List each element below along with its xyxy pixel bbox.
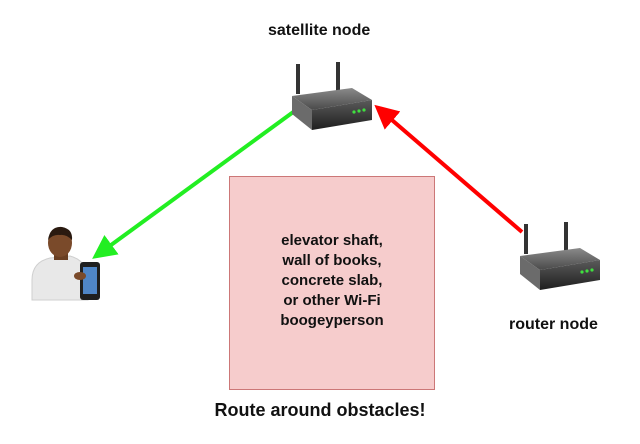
obstacle-text: elevator shaft, wall of books, concrete … (230, 231, 434, 331)
obstacle-line-4: or other Wi-Fi (283, 292, 381, 309)
satellite-node-label: satellite node (268, 22, 371, 39)
router-node-label: router node (509, 316, 598, 333)
obstacle-box: elevator shaft, wall of books, concrete … (229, 176, 435, 390)
obstacle-line-1: elevator shaft, (281, 232, 383, 249)
router-node-icon (520, 222, 600, 290)
person-with-phone-icon (31, 226, 100, 301)
obstacle-line-2: wall of books, (282, 252, 382, 269)
satellite-router-icon (292, 62, 372, 130)
satellite-to-client-arrow (92, 108, 298, 259)
obstacle-line-5: boogeyperson (280, 312, 384, 329)
obstacle-line-3: concrete slab, (281, 272, 383, 289)
diagram-caption: Route around obstacles! (214, 400, 426, 420)
router-to-satellite-arrow (374, 104, 524, 234)
